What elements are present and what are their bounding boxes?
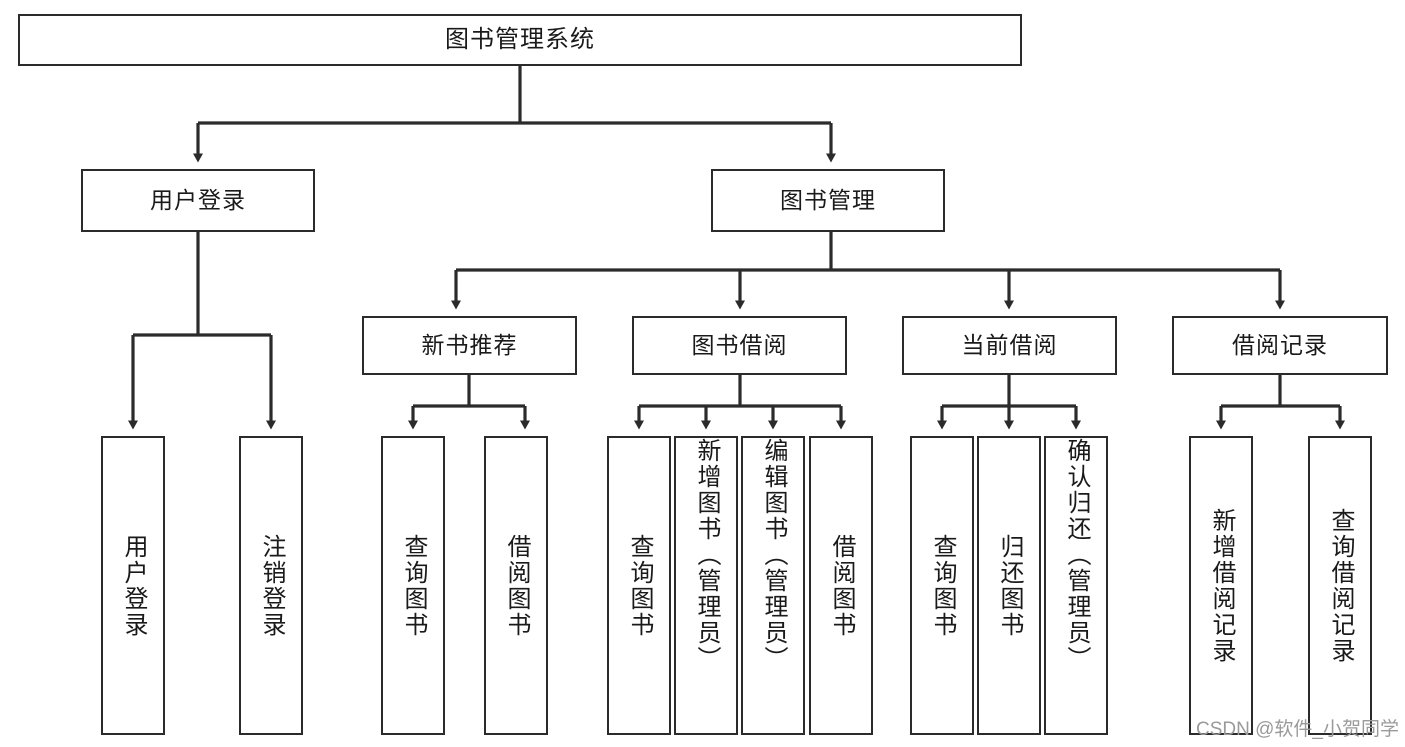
node-label: 新书推荐: [421, 331, 518, 358]
node-label: 借阅记录: [1232, 331, 1328, 358]
node-label: 图书管理: [780, 186, 876, 213]
node-user-login[interactable]: 用户登录: [81, 169, 315, 232]
leaf-confirm-return-admin[interactable]: 确认归还（管理员）: [1044, 436, 1108, 735]
leaf-user-login[interactable]: 用户登录: [101, 436, 165, 735]
leaf-query-book-current[interactable]: 查询图书: [910, 436, 974, 735]
leaf-query-borrow-record[interactable]: 查询借阅记录: [1308, 436, 1372, 735]
node-label: 归还图书: [995, 533, 1023, 638]
node-label: 查询借阅记录: [1326, 507, 1354, 664]
node-root-system[interactable]: 图书管理系统: [18, 14, 1022, 66]
node-borrow-record[interactable]: 借阅记录: [1172, 316, 1388, 375]
leaf-add-book-admin[interactable]: 新增图书（管理员）: [674, 436, 738, 735]
node-label: 查询图书: [625, 533, 653, 638]
node-label: 编辑图书（管理员）: [759, 438, 787, 672]
leaf-add-borrow-record[interactable]: 新增借阅记录: [1189, 436, 1253, 735]
leaf-return-book[interactable]: 归还图书: [977, 436, 1041, 735]
node-label: 用户登录: [150, 186, 246, 213]
node-label: 新增借阅记录: [1207, 507, 1235, 664]
node-current-borrow[interactable]: 当前借阅: [902, 316, 1117, 375]
node-new-book-recommend[interactable]: 新书推荐: [362, 316, 577, 375]
csdn-watermark: CSDN @软件_小贺同学: [1196, 719, 1399, 740]
node-label: 图书借阅: [691, 331, 788, 358]
node-label: 新增图书（管理员）: [692, 438, 720, 672]
node-label: 图书管理系统: [445, 25, 595, 53]
leaf-query-book-borrow[interactable]: 查询图书: [607, 436, 671, 735]
node-book-borrow[interactable]: 图书借阅: [632, 316, 847, 375]
leaf-query-book-recommend[interactable]: 查询图书: [381, 436, 445, 735]
node-label: 当前借阅: [961, 331, 1058, 358]
node-book-management[interactable]: 图书管理: [711, 169, 945, 232]
leaf-user-logout[interactable]: 注销登录: [239, 436, 303, 735]
node-label: 注销登录: [257, 533, 285, 638]
node-label: 查询图书: [399, 533, 427, 638]
node-label: 查询图书: [928, 533, 956, 638]
node-label: 确认归还（管理员）: [1062, 438, 1090, 672]
node-label: 借阅图书: [502, 533, 530, 638]
node-label: 借阅图书: [827, 533, 855, 638]
leaf-borrow-book-recommend[interactable]: 借阅图书: [484, 436, 548, 735]
node-label: 用户登录: [119, 533, 147, 638]
leaf-edit-book-admin[interactable]: 编辑图书（管理员）: [741, 436, 805, 735]
leaf-borrow-book[interactable]: 借阅图书: [809, 436, 873, 735]
